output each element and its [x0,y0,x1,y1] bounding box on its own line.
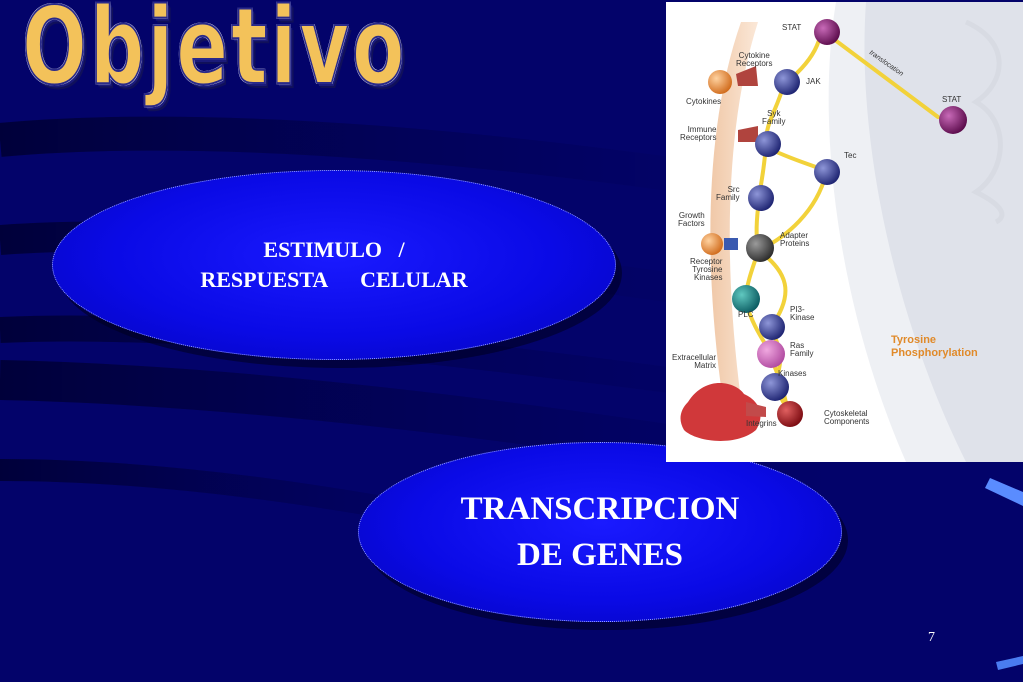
stimulus-line: ESTIMULO / [263,237,405,262]
label-pi3-kinase: PI3- Kinase [790,305,815,322]
label-kinases: Kinases [778,369,807,378]
label-jak: JAK [806,77,821,86]
cellular-response-line: RESPUESTA CELULAR [200,267,468,292]
gene-transcription-oval: TRANSCRIPCION DE GENES [358,442,842,622]
genes-line: DE GENES [517,537,683,573]
label-tec: Tec [844,151,857,160]
label-extracellular-matrix: Extracellular Matrix [672,353,717,370]
label-src-family: Src Family [716,185,740,202]
label-syk-family: Syk Family [762,109,786,126]
slide-title: Objetivo [21,0,408,108]
label-stat-right: STAT [942,95,962,104]
label-cytoskeletal-components: Cytoskeletal Components [824,409,870,426]
label-integrins: Integrins [746,419,777,428]
stimulus-response-oval: ESTIMULO / RESPUESTA CELULAR [52,170,616,360]
label-cytokine-receptors: Cytokine Receptors [736,51,773,68]
transcription-line: TRANSCRIPCION [460,491,740,527]
label-growth-factors: Growth Factors [678,211,705,228]
label-ras-family: Ras Family [790,341,814,358]
label-stat-top: STAT [782,23,802,32]
label-tyrosine-phosphorylation: Tyrosine Phosphorylation [891,334,978,359]
label-receptor-tyrosine-kinases: Receptor Tyrosine Kinases [690,257,723,282]
tyrosine-phosphorylation-diagram: STAT Cytokine Receptors JAK Cytokines tr… [666,2,1023,462]
page-number: 7 [928,630,935,645]
label-cytokines: Cytokines [686,97,722,106]
signaling-pathway-illustration [680,2,1023,462]
label-adapter-proteins: Adapter Proteins [780,231,810,248]
label-immune-receptors: Immune Receptors [680,125,717,142]
label-plc: PLC [738,310,754,319]
